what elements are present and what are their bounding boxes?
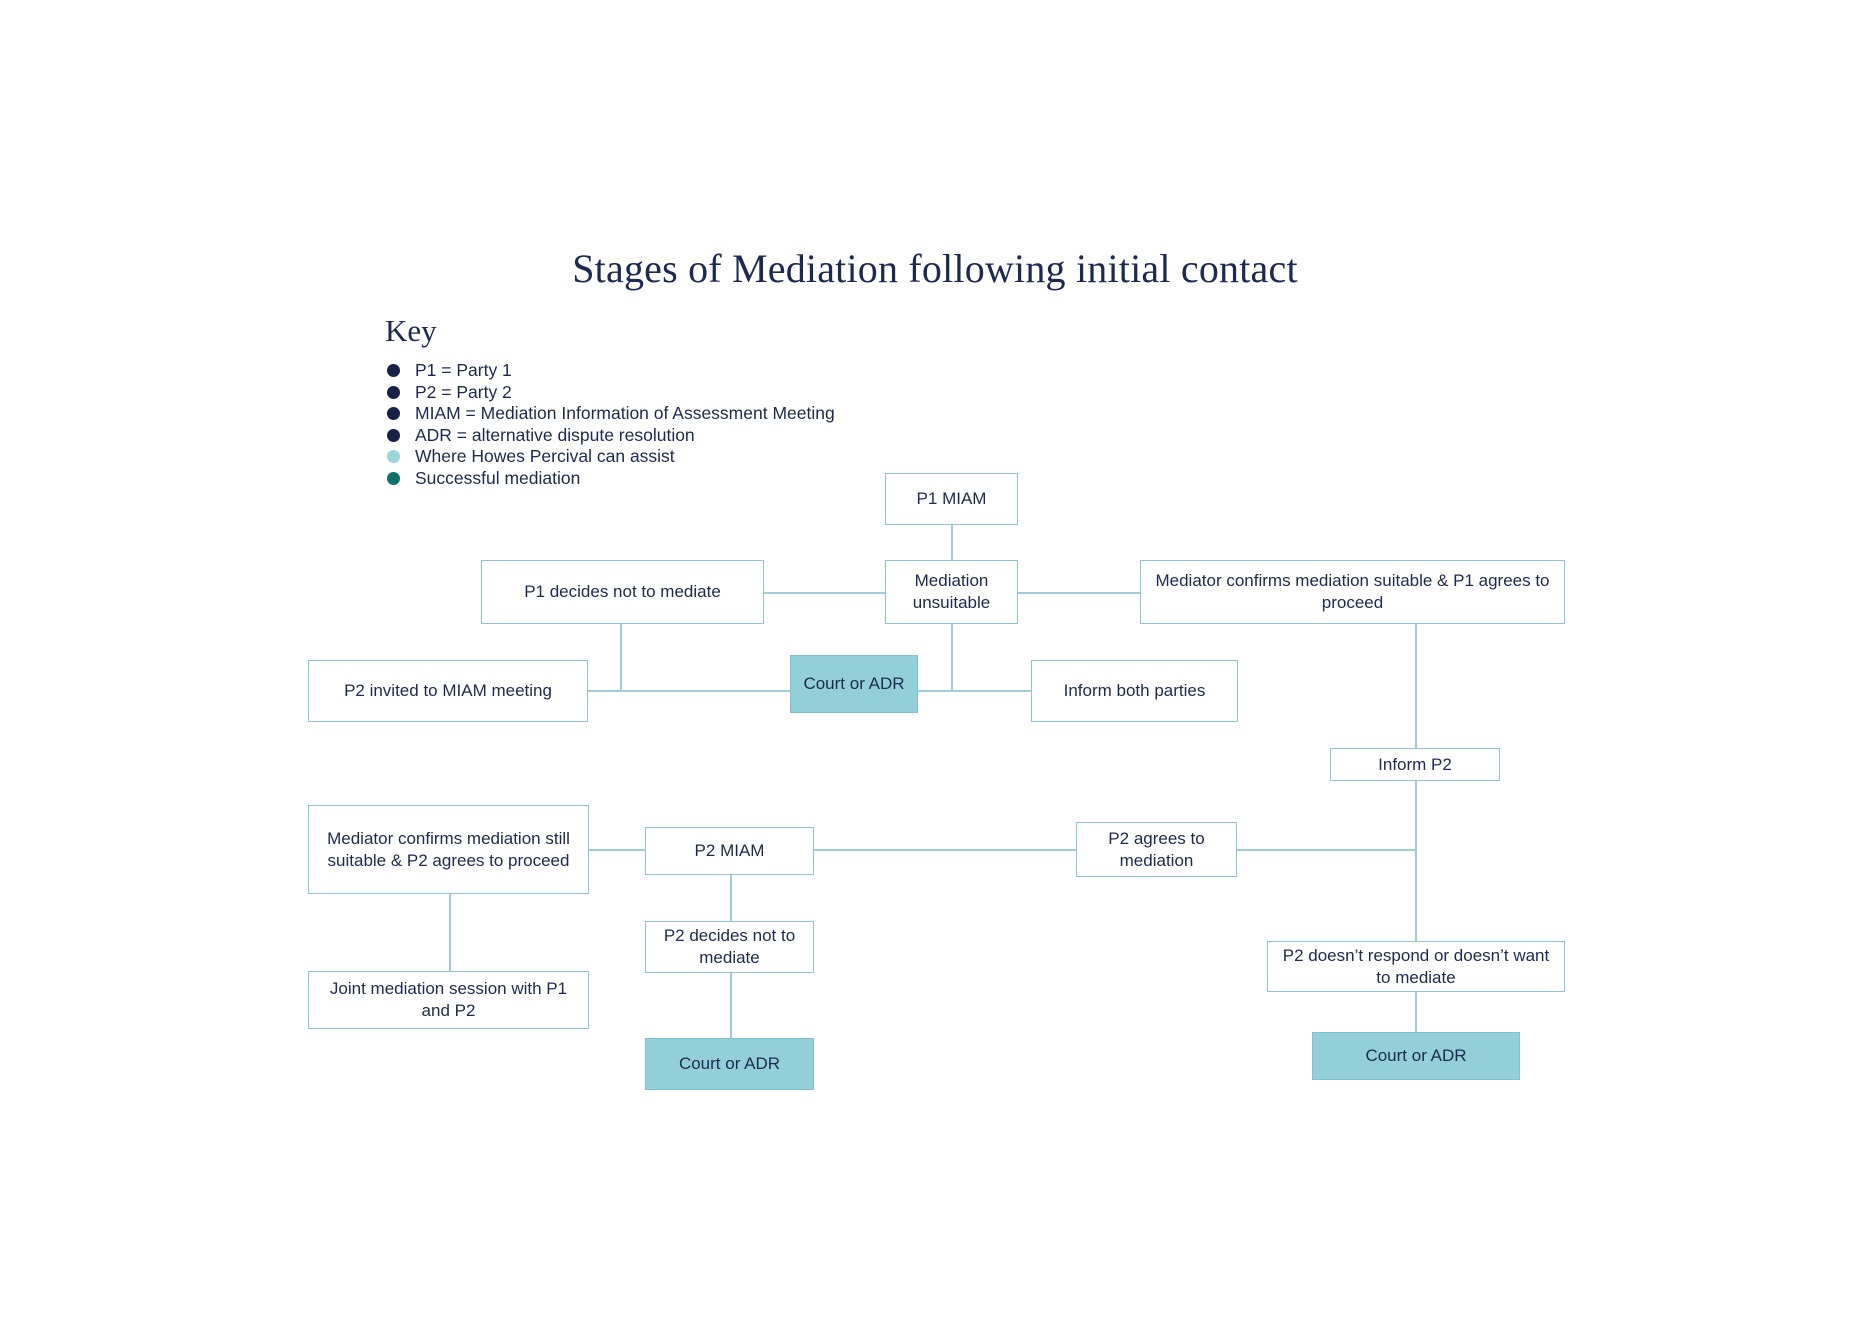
node-court-or-adr-1[interactable]: Court or ADR <box>790 655 918 713</box>
node-p1-decides-not-to-mediate[interactable]: P1 decides not to mediate <box>481 560 764 624</box>
node-label: P2 decides not to mediate <box>663 926 796 967</box>
node-p2-doesnt-respond[interactable]: P2 doesn’t respond or doesn’t want to me… <box>1267 941 1565 992</box>
node-p1-miam[interactable]: P1 MIAM <box>885 473 1018 525</box>
legend-bullet-icon <box>387 385 400 399</box>
node-mediation-unsuitable[interactable]: Mediation unsuitable <box>885 560 1018 624</box>
node-label: Court or ADR <box>1365 1046 1467 1065</box>
legend-bullet-icon <box>387 428 400 442</box>
node-label: Joint mediation session with P1 and P2 <box>329 979 568 1020</box>
node-label: P2 MIAM <box>694 841 765 860</box>
node-label: Court or ADR <box>678 1054 781 1073</box>
node-p2-miam[interactable]: P2 MIAM <box>645 827 814 875</box>
node-mediator-confirms-p2[interactable]: Mediator confirms mediation still suitab… <box>308 805 589 894</box>
node-court-or-adr-3[interactable]: Court or ADR <box>1312 1032 1520 1080</box>
legend-item-label: ADR = alternative dispute resolution <box>415 424 695 445</box>
node-court-or-adr-2[interactable]: Court or ADR <box>645 1038 814 1090</box>
node-label: P1 MIAM <box>916 489 987 508</box>
node-label: Mediator confirms mediation suitable & P… <box>1155 571 1550 612</box>
node-label: Court or ADR <box>803 674 905 693</box>
legend-item-p1: P1 = Party 1 <box>387 360 1007 382</box>
legend-item-label: Successful mediation <box>415 467 581 488</box>
legend-item-label: P1 = Party 1 <box>415 360 512 380</box>
legend-item-howes-percival: Where Howes Percival can assist <box>387 446 1007 468</box>
connector-p2decidesnot-courtadr2 <box>730 972 732 1039</box>
connector-p2norespond-courtadr3 <box>1415 991 1417 1033</box>
connector-mediatorconfirmsp2-jointsession <box>449 894 451 972</box>
connector-informp2-down <box>1415 780 1417 945</box>
connector-p1decidesnot-down <box>620 624 622 690</box>
legend: P1 = Party 1 P2 = Party 2 MIAM = Mediati… <box>387 360 1007 489</box>
legend-item-label: MIAM = Mediation Information of Assessme… <box>415 403 835 423</box>
legend-bullet-icon <box>387 471 400 485</box>
node-joint-mediation-session[interactable]: Joint mediation session with P1 and P2 <box>308 971 589 1029</box>
node-label: P2 invited to MIAM meeting <box>344 681 552 700</box>
key-heading: Key <box>385 313 437 348</box>
legend-item-label: Where Howes Percival can assist <box>415 446 675 466</box>
legend-item-adr: ADR = alternative dispute resolution <box>387 425 1007 447</box>
node-p2-agrees-to-mediation[interactable]: P2 agrees to mediation <box>1076 822 1237 877</box>
legend-bullet-icon <box>387 407 400 421</box>
legend-bullet-icon <box>387 450 400 464</box>
legend-item-successful-mediation: Successful mediation <box>387 468 1007 490</box>
legend-item-miam: MIAM = Mediation Information of Assessme… <box>387 403 1007 425</box>
node-mediator-confirms-p1[interactable]: Mediator confirms mediation suitable & P… <box>1140 560 1565 624</box>
connector-p1miam-mediationunsuitable <box>951 525 953 560</box>
node-p2-decides-not-to-mediate[interactable]: P2 decides not to mediate <box>645 921 814 973</box>
legend-item-p2: P2 = Party 2 <box>387 382 1007 404</box>
connector-mediationunsuitable-mediatorconfirmsp1 <box>1018 592 1141 594</box>
node-inform-p2[interactable]: Inform P2 <box>1330 748 1500 781</box>
legend-bullet-icon <box>387 364 400 378</box>
node-label: P1 decides not to mediate <box>524 582 721 601</box>
connector-p2agrees-p2miam <box>813 849 1077 851</box>
connector-mediationunsuitable-p1decidesnot <box>763 592 885 594</box>
connector-p2miam-p2decidesnot <box>730 875 732 922</box>
connector-mediatorconfirmsp1-informp2 <box>1415 624 1417 749</box>
connector-mediationunsuitable-down <box>951 624 953 690</box>
connector-p2invited-courtadr1 <box>587 690 791 692</box>
node-inform-both-parties[interactable]: Inform both parties <box>1031 660 1238 722</box>
node-label: Mediator confirms mediation still suitab… <box>327 828 570 870</box>
legend-item-label: P2 = Party 2 <box>415 381 512 402</box>
node-label: Inform both parties <box>1063 681 1206 700</box>
connector-courtadr1-informboth <box>917 690 1032 692</box>
connector-mediatorconfirmsp2-p2miam <box>588 849 648 851</box>
page-title: Stages of Mediation following initial co… <box>572 246 1298 291</box>
node-label: Inform P2 <box>1378 754 1452 774</box>
node-label: Mediation unsuitable <box>912 571 991 612</box>
node-p2-invited-to-miam-meeting[interactable]: P2 invited to MIAM meeting <box>308 660 588 722</box>
node-label: P2 agrees to mediation <box>1108 828 1205 870</box>
connector-p2agrees-trunk <box>1236 849 1416 851</box>
node-label: P2 doesn’t respond or doesn’t want to me… <box>1282 945 1550 987</box>
